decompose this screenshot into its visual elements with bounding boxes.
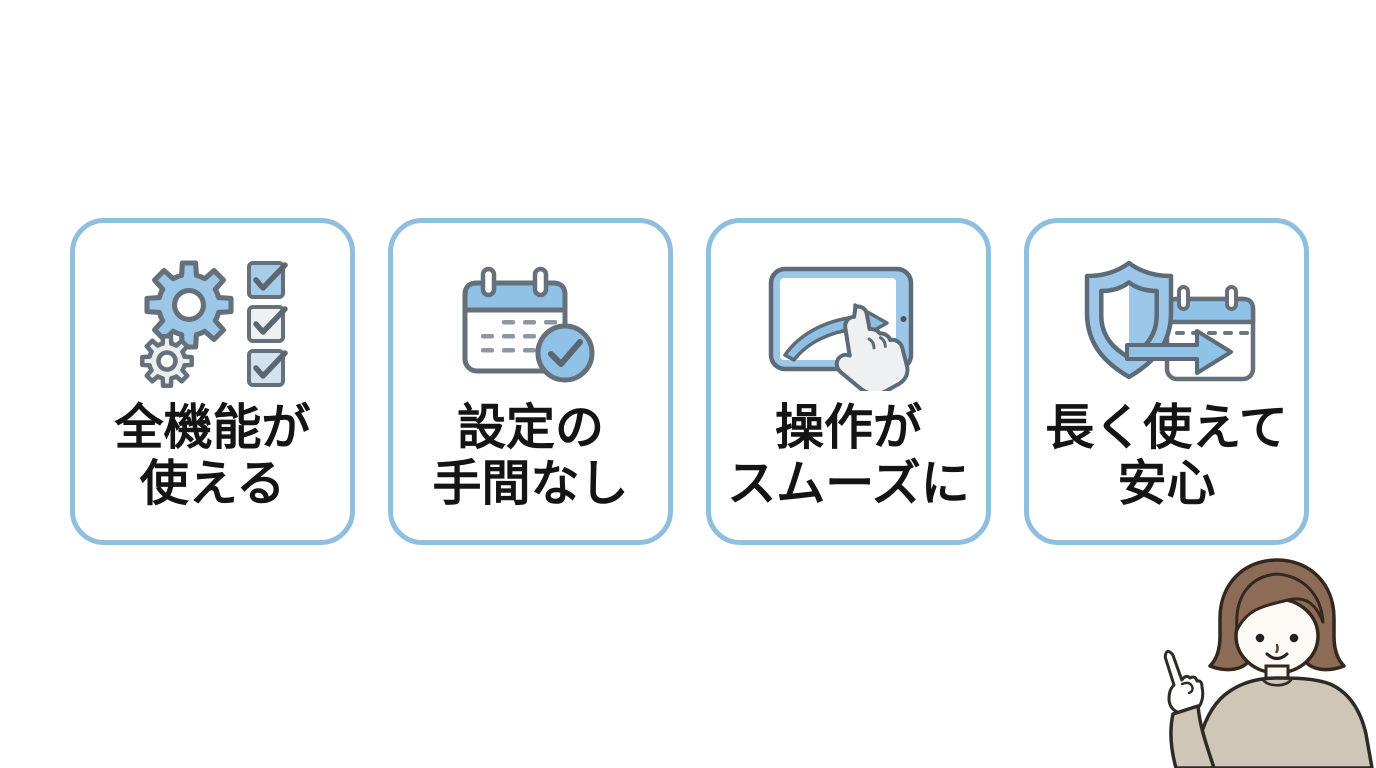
card-label-line: スムーズに	[727, 456, 970, 511]
card-label: 全機能が 使える	[114, 401, 310, 513]
card-label-line: 長く使えて	[1045, 401, 1288, 455]
card-label: 長く使えて 安心	[1045, 401, 1288, 513]
calendar-check-icon	[431, 257, 631, 389]
woman-pointing-illustration	[1136, 550, 1376, 768]
card-label-line: 安心	[1117, 456, 1216, 511]
card-all-features: 全機能が 使える	[70, 218, 355, 545]
card-label: 操作が スムーズに	[727, 401, 970, 513]
card-label-line: 操作が	[774, 401, 922, 455]
woman-pointing-svg	[1163, 558, 1374, 768]
benefit-cards-row: 全機能が 使える 設定の 手間なし	[70, 218, 1309, 545]
shield-calendar-arrow-icon	[1067, 257, 1267, 389]
shield-calendar-svg	[1071, 255, 1255, 382]
calendar-check-svg	[462, 266, 594, 383]
card-label-line: 使える	[139, 456, 286, 511]
card-smooth-operation: 操作が スムーズに	[706, 218, 991, 545]
tablet-swipe-hand-icon	[749, 257, 949, 391]
tablet-swipe-svg	[768, 266, 913, 391]
card-label-line: 手間なし	[432, 456, 629, 511]
card-no-setup: 設定の 手間なし	[388, 218, 673, 545]
gears-checklist-svg	[127, 257, 288, 389]
card-long-use: 長く使えて 安心	[1024, 218, 1309, 545]
card-label: 設定の 手間なし	[432, 401, 628, 513]
card-label-line: 設定の	[456, 401, 604, 455]
card-label-line: 全機能が	[114, 401, 311, 455]
gears-checklist-icon	[113, 257, 313, 389]
